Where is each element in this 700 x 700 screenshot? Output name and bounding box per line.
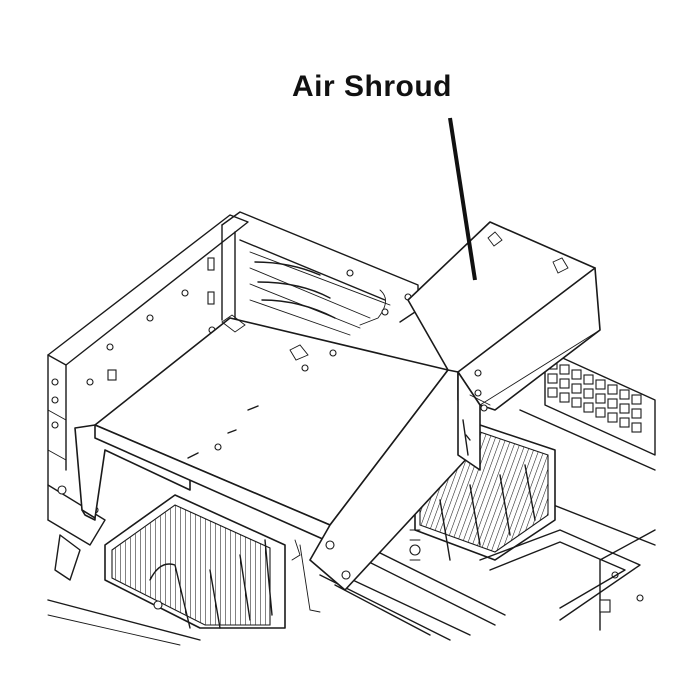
callout-leader-line (448, 117, 477, 281)
chassis-left-wall (47, 214, 249, 521)
left-heatsink (104, 494, 286, 629)
expansion-bracket (221, 211, 419, 336)
air-shroud (74, 221, 601, 613)
air-shroud-callout-label: Air Shroud (292, 70, 452, 103)
